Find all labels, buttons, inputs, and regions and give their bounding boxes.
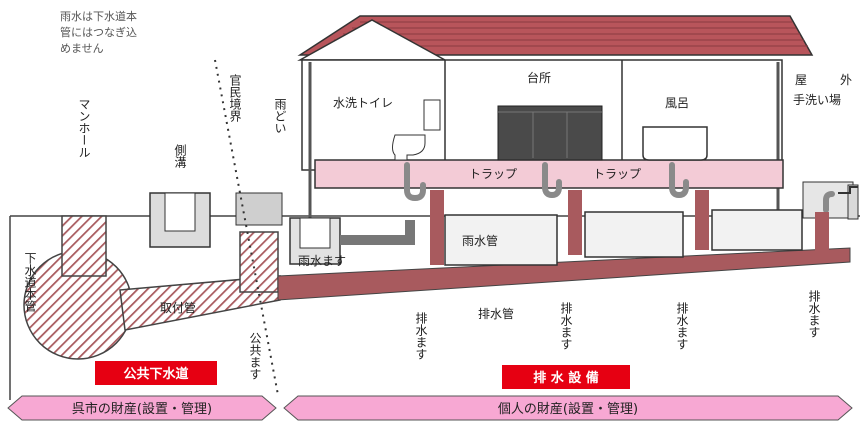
label-trap-2: トラップ: [593, 167, 641, 181]
label-rainwater-pipe: 雨水管: [462, 233, 498, 248]
arrow-private-property: [283, 395, 853, 421]
label-sidedrain: 側溝: [173, 144, 187, 169]
label-drain-basin-1: 排水ます: [414, 312, 428, 360]
public-basin-shape: [239, 231, 279, 293]
note-line-3: めません: [60, 42, 104, 55]
badge-public-sewer-text: 公共下水道: [123, 366, 188, 382]
trap-pipes: [404, 162, 835, 213]
kitchen-cabinet-icon: [497, 105, 603, 161]
public-private-boundary-line: [214, 59, 279, 396]
note-line-2: 管にはつなぎ込: [60, 25, 137, 39]
drain-basin-box-2: [584, 211, 684, 258]
label-boundary: 官民境界: [228, 73, 242, 123]
label-public-basin: 公共ます: [248, 332, 262, 380]
house-floor: [314, 159, 784, 189]
label-drain-basin-3: 排水ます: [675, 302, 689, 350]
label-sewer-main: 下水道本管: [23, 252, 37, 313]
label-bath: 風呂: [665, 96, 689, 110]
label-connection-pipe: 取付管: [160, 300, 196, 315]
label-outdoor-sink-2: 外: [840, 73, 852, 87]
badge-public-sewer: [95, 361, 217, 385]
label-manhole: マンホール: [77, 98, 91, 158]
toilet-icon: [392, 99, 441, 161]
public-sewer-network: [23, 192, 283, 360]
manhole-shaft: [61, 215, 107, 277]
note-line-1: 雨水は下水道本: [60, 9, 137, 23]
main-drain-pipe: [277, 247, 851, 301]
badge-drainage-facility-text: 排 水 設 備: [533, 370, 599, 386]
arrow-private-property-text: 個人の財産(設置・管理): [498, 401, 638, 417]
label-outdoor-sink-3: 手洗い場: [793, 93, 841, 107]
label-drain-basin-2: 排水ます: [559, 302, 573, 350]
label-toilet: 水洗トイレ: [333, 96, 393, 110]
drain-basin-box-3: [711, 209, 803, 251]
label-drain-basin-4: 排水ます: [807, 290, 821, 338]
label-kitchen: 台所: [527, 70, 551, 85]
private-drainage-network: [277, 190, 851, 301]
house: [297, 15, 859, 230]
bathtub-icon: [642, 126, 708, 161]
house-roof: [297, 15, 814, 56]
label-outdoor-sink-1: 屋: [795, 73, 807, 87]
arrow-city-property-text: 呉市の財産(設置・管理): [72, 401, 212, 417]
badge-drainage-facility: [502, 365, 630, 389]
label-drain-pipe: 排水管: [478, 306, 514, 321]
outdoor-sink-icon: [802, 181, 859, 220]
label-rainwater-basin: 雨水ます: [298, 254, 346, 268]
label-downspout: 雨どい: [273, 98, 287, 134]
drain-basin-box-1: [444, 214, 558, 266]
arrow-city-property: [7, 395, 277, 421]
label-trap-1: トラップ: [469, 167, 517, 181]
